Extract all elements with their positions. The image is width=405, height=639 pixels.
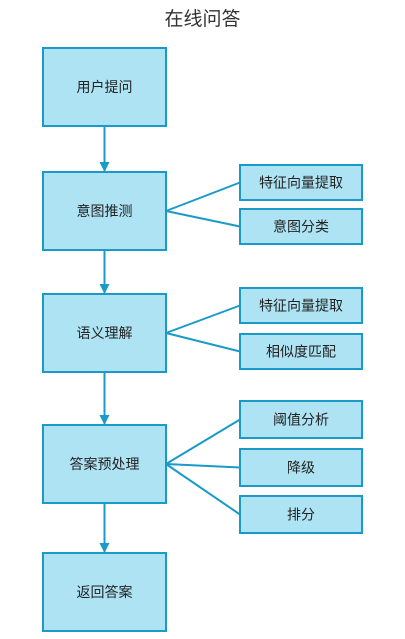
detail-d7: 排分 xyxy=(239,495,363,534)
detail-box xyxy=(239,495,363,534)
diagram-title: 在线问答 xyxy=(164,8,241,30)
step-label: 语义理解 xyxy=(77,326,133,342)
detail-connector-d1 xyxy=(165,181,241,212)
step-box xyxy=(42,293,167,373)
detail-connector-d6 xyxy=(165,463,241,469)
detail-box xyxy=(239,164,363,201)
detail-label: 特征向量提取 xyxy=(259,176,343,192)
step-box xyxy=(42,171,167,251)
detail-d4: 相似度匹配 xyxy=(239,333,363,370)
detail-label: 降级 xyxy=(287,461,315,477)
detail-d6: 降级 xyxy=(239,448,363,487)
step-s2: 意图推测 xyxy=(42,171,167,251)
detail-d3: 特征向量提取 xyxy=(239,287,363,324)
detail-box xyxy=(239,287,363,324)
detail-box xyxy=(239,208,363,245)
step-s3: 语义理解 xyxy=(42,293,167,373)
step-box xyxy=(42,47,167,127)
step-label: 用户提问 xyxy=(77,79,133,96)
detail-label: 相似度匹配 xyxy=(266,345,336,361)
detail-label: 特征向量提取 xyxy=(259,299,343,315)
step-s4: 答案预处理 xyxy=(42,424,167,504)
step-box xyxy=(42,424,167,504)
detail-label: 意图分类 xyxy=(273,219,329,236)
detail-d2: 意图分类 xyxy=(239,208,363,245)
detail-label: 阈值分析 xyxy=(273,413,329,429)
step-label: 答案预处理 xyxy=(70,456,140,473)
step-label: 返回答案 xyxy=(77,584,133,601)
detail-d5: 阈值分析 xyxy=(239,400,363,439)
detail-box xyxy=(239,448,363,487)
step-box xyxy=(42,552,167,632)
detail-connector-d4 xyxy=(165,332,241,353)
step-s1: 用户提问 xyxy=(42,47,167,127)
detail-d1: 特征向量提取 xyxy=(239,164,363,201)
detail-label: 排分 xyxy=(287,508,315,524)
step-label: 意图推测 xyxy=(77,203,133,220)
detail-connector-d2 xyxy=(165,210,241,228)
detail-connector-d5 xyxy=(165,418,241,465)
detail-box xyxy=(239,400,363,439)
step-s5: 返回答案 xyxy=(42,552,167,632)
detail-box xyxy=(239,333,363,370)
detail-connector-d7 xyxy=(165,463,241,516)
detail-connector-d3 xyxy=(165,304,241,334)
